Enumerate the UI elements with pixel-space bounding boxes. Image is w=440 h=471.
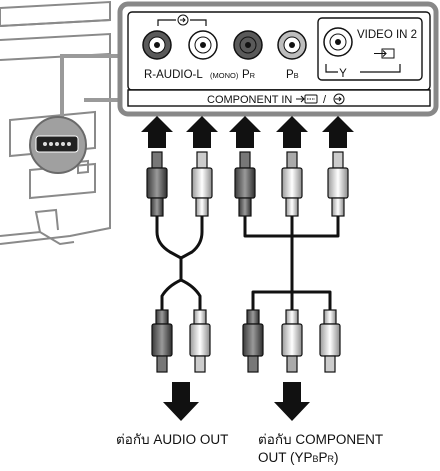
cable-wires xyxy=(155,216,340,310)
jack-audio-l[interactable] xyxy=(188,30,218,60)
pb-label: PB xyxy=(286,69,299,81)
upper-plugs xyxy=(146,151,349,217)
audio-out-caption: ต่อกับ AUDIO OUT xyxy=(116,432,229,447)
arrows-to-sources xyxy=(163,382,310,421)
zoom-connector xyxy=(60,54,118,122)
component-out-caption-line1: ต่อกับ COMPONENT xyxy=(258,432,384,447)
input-arrow-icon xyxy=(177,14,189,26)
jack-y-video[interactable] xyxy=(323,27,353,57)
y-label: Y xyxy=(339,68,347,80)
input-arrow-icon-small xyxy=(333,93,345,105)
component-out-caption: ต่อกับ COMPONENT OUT (YPBPR) xyxy=(258,431,383,468)
tv-rear-illustration xyxy=(0,0,111,246)
tv-port-magnifier xyxy=(29,116,87,174)
component-in-label: COMPONENT IN xyxy=(207,94,292,106)
lower-plugs xyxy=(151,309,341,373)
audio-label: R-AUDIO-L xyxy=(144,69,203,81)
video-in-label: VIDEO IN 2 xyxy=(357,29,417,41)
video-input-icon xyxy=(374,48,395,59)
jack-pb[interactable] xyxy=(277,30,307,60)
jack-pr[interactable] xyxy=(233,30,263,60)
arrows-into-panel xyxy=(141,116,354,148)
jack-audio-r[interactable] xyxy=(142,30,172,60)
component-input-icon xyxy=(296,94,318,104)
component-in-separator: / xyxy=(323,94,327,106)
mono-label: (MONO) xyxy=(210,71,239,80)
component-out-caption-line2: OUT (YPBPR) xyxy=(258,450,339,465)
pr-label: PR xyxy=(242,69,256,81)
